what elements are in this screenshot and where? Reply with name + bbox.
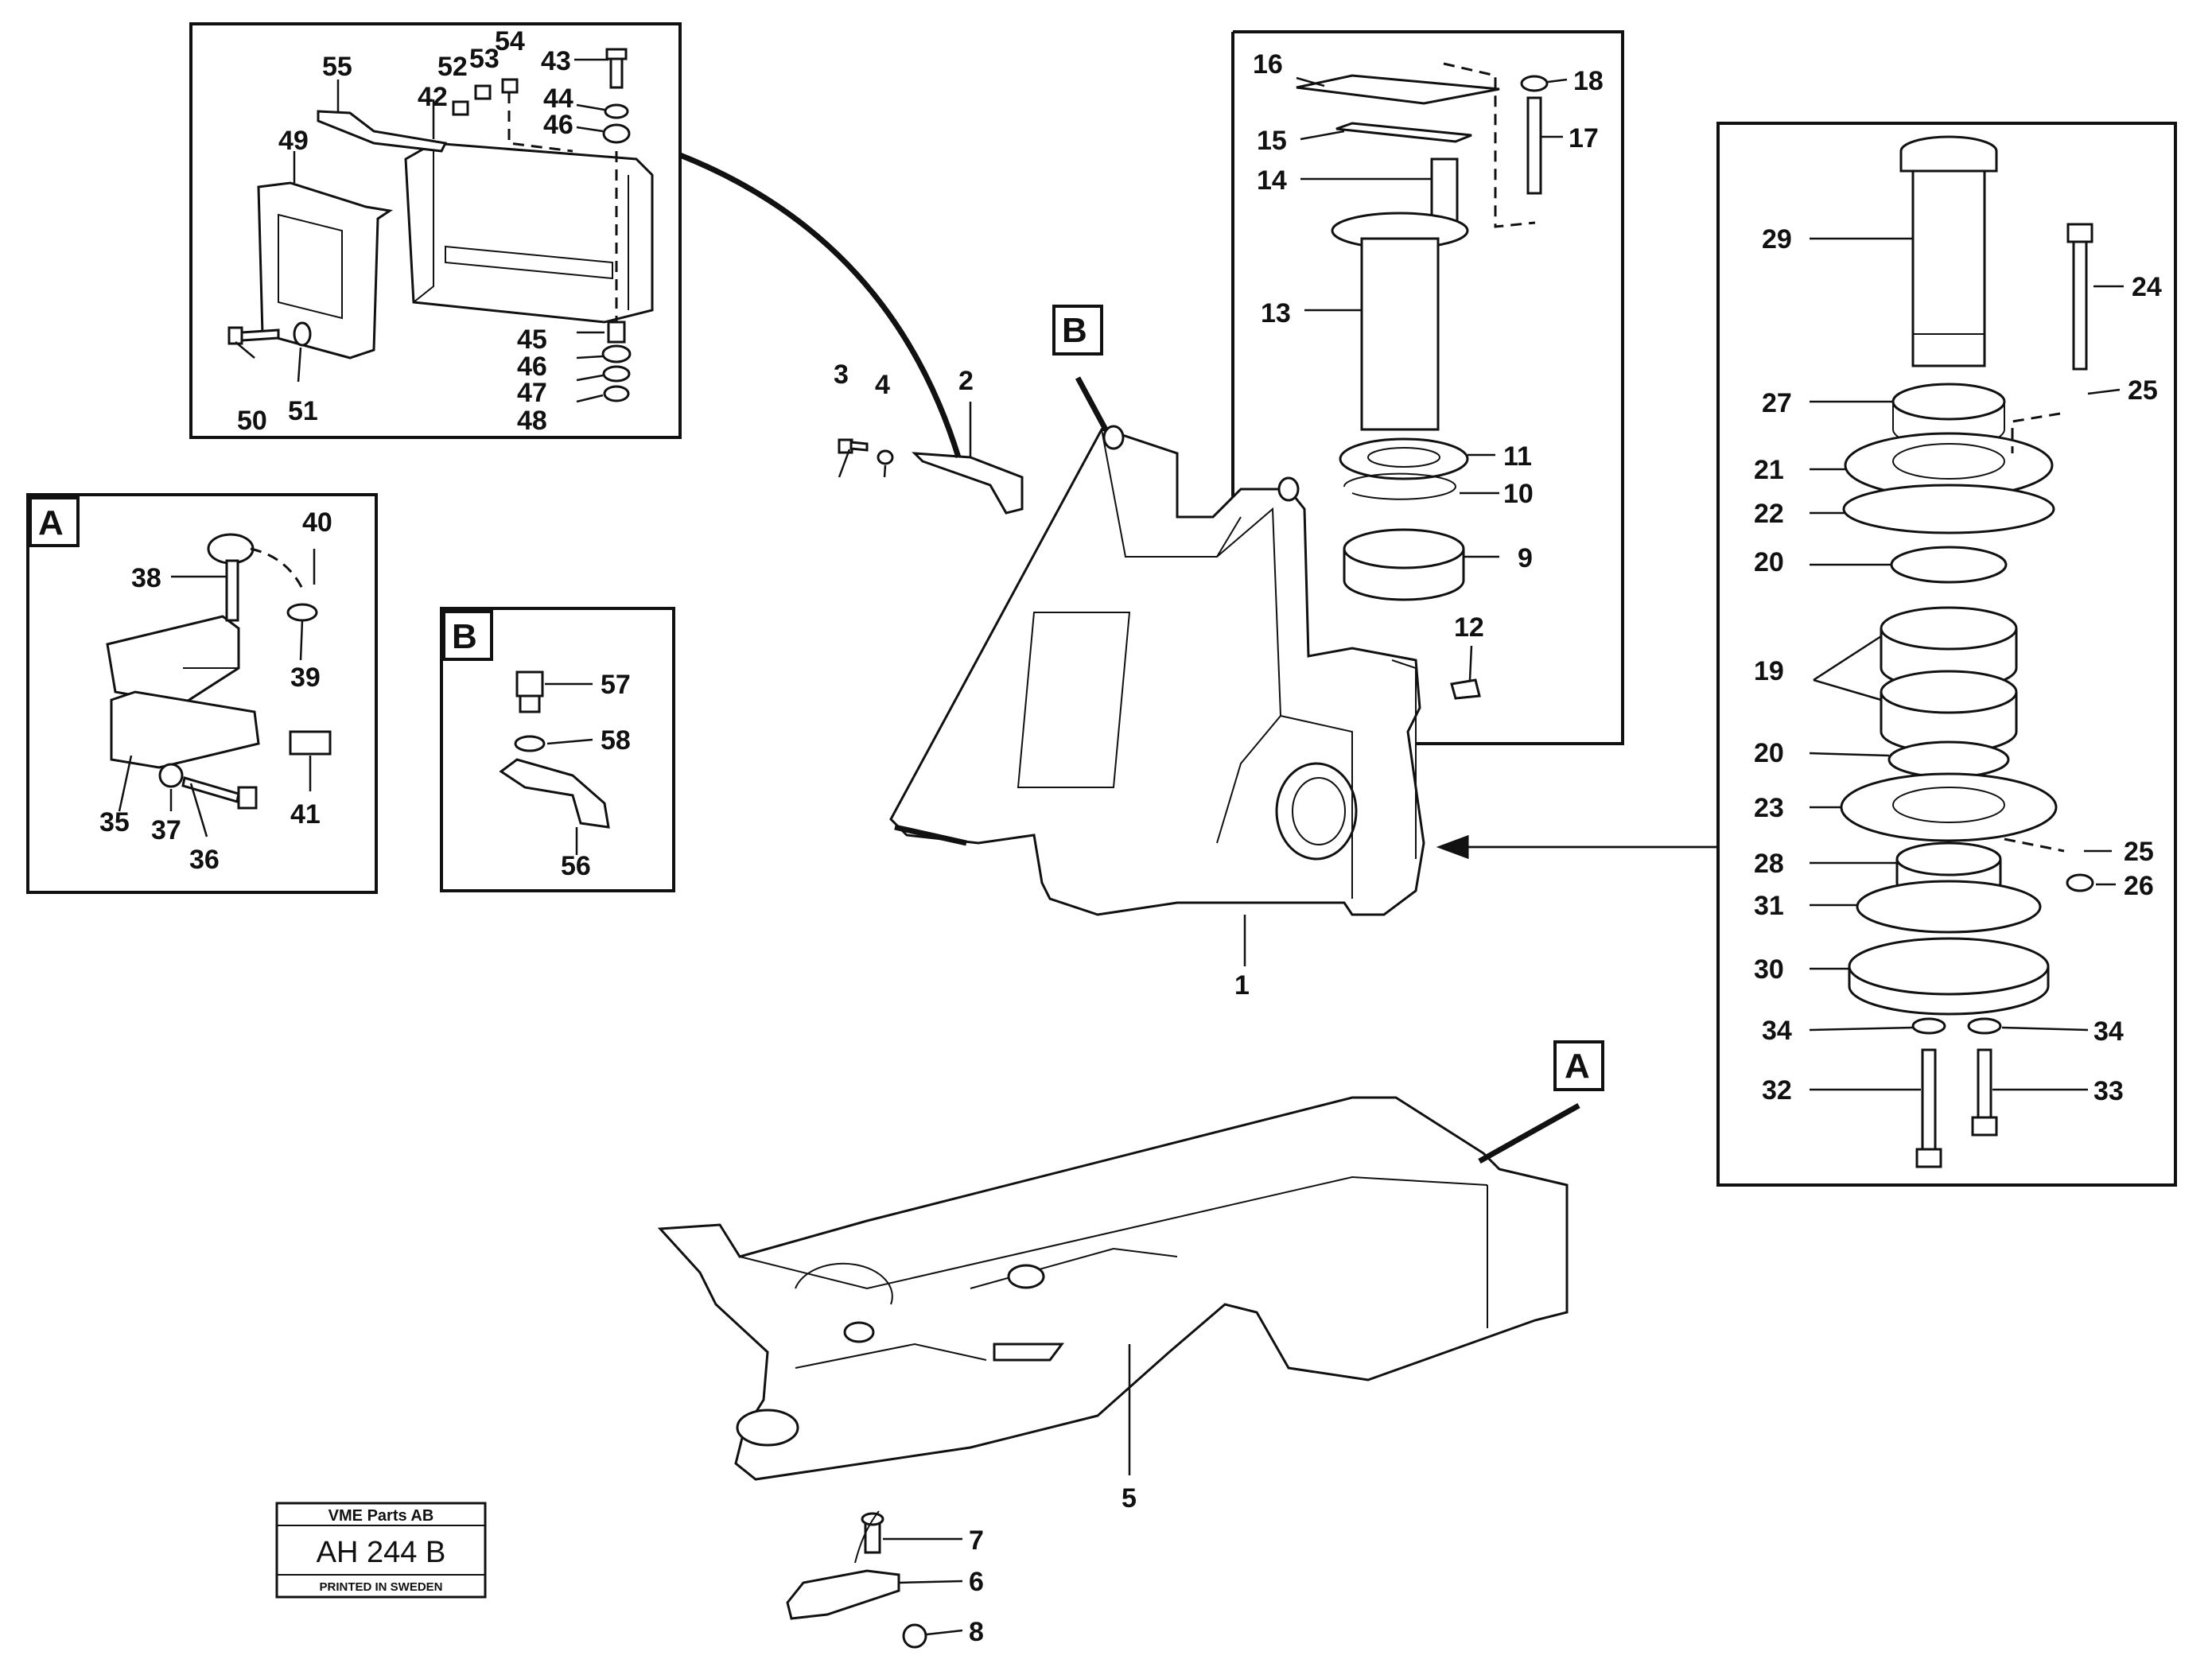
callout-36: 36 <box>189 845 220 875</box>
callout-33: 33 <box>2093 1076 2124 1106</box>
section-a-label-panel: A <box>38 503 64 542</box>
callout-29: 29 <box>1762 224 1792 255</box>
callout-8: 8 <box>969 1617 984 1647</box>
callout-20b: 20 <box>1754 738 1784 768</box>
detail-panel-king-pin <box>1231 30 1624 745</box>
callout-46a: 46 <box>543 110 573 140</box>
callout-4: 4 <box>875 370 890 400</box>
section-a-marker: A <box>1565 1047 1590 1086</box>
front-frame-part-1 <box>838 425 1425 916</box>
callout-34a: 34 <box>1762 1016 1792 1046</box>
callout-42: 42 <box>418 82 448 112</box>
callout-48: 48 <box>517 406 547 436</box>
callout-51: 51 <box>288 396 318 426</box>
callout-47: 47 <box>517 378 547 408</box>
callout-28: 28 <box>1754 849 1784 879</box>
callout-46b: 46 <box>517 352 547 382</box>
callout-10: 10 <box>1503 479 1534 509</box>
callout-23: 23 <box>1754 793 1784 823</box>
section-b-label-panel: B <box>452 617 477 656</box>
leader-lines <box>118 58 2124 1636</box>
callout-55: 55 <box>322 52 352 82</box>
detail-panel-b <box>440 607 675 892</box>
stamp-printed: PRINTED IN SWEDEN <box>319 1580 442 1594</box>
callout-58: 58 <box>601 725 631 756</box>
detail-panel-cover <box>189 22 682 439</box>
callout-1: 1 <box>1234 970 1250 1001</box>
callout-7: 7 <box>969 1525 984 1556</box>
callout-14: 14 <box>1257 165 1287 196</box>
callout-27: 27 <box>1762 388 1792 418</box>
callout-5: 5 <box>1122 1483 1137 1514</box>
callout-56: 56 <box>561 851 591 881</box>
callout-15: 15 <box>1257 126 1287 156</box>
callout-49: 49 <box>278 126 309 156</box>
callout-34b: 34 <box>2093 1016 2124 1047</box>
detail-panel-bearing <box>1716 122 2177 1187</box>
section-b-marker: B <box>1062 311 1087 350</box>
callout-18: 18 <box>1573 66 1604 96</box>
callout-38: 38 <box>131 563 161 593</box>
callout-26: 26 <box>2124 871 2154 901</box>
title-stamp: VME Parts AB AH 244 B PRINTED IN SWEDEN <box>275 1502 487 1599</box>
callout-21: 21 <box>1754 455 1784 485</box>
callout-41: 41 <box>290 799 321 830</box>
callout-22: 22 <box>1754 499 1784 529</box>
callout-52: 52 <box>437 52 468 82</box>
callout-25a: 25 <box>2128 375 2158 406</box>
callout-40: 40 <box>302 507 332 538</box>
callout-12: 12 <box>1454 612 1484 643</box>
callout-54: 54 <box>495 26 525 56</box>
callout-44: 44 <box>543 84 573 114</box>
callout-37: 37 <box>151 815 181 845</box>
stamp-company: VME Parts AB <box>328 1507 434 1525</box>
detail-panel-a <box>26 493 378 894</box>
callout-57: 57 <box>601 670 631 700</box>
callout-2: 2 <box>958 366 974 396</box>
callout-30: 30 <box>1754 954 1784 985</box>
rear-frame-part-5 <box>657 1096 1569 1649</box>
callout-labels: 1 2 3 4 5 6 7 8 9 10 11 12 13 14 15 16 1… <box>99 26 2162 1647</box>
callout-3: 3 <box>834 359 849 390</box>
callout-35: 35 <box>99 807 130 837</box>
stamp-code: AH 244 B <box>317 1536 446 1569</box>
callout-19: 19 <box>1754 656 1784 686</box>
callout-24: 24 <box>2132 272 2162 302</box>
callout-43: 43 <box>541 46 571 76</box>
callout-13: 13 <box>1261 298 1291 328</box>
callout-6: 6 <box>969 1567 984 1597</box>
callout-50: 50 <box>237 406 267 436</box>
callout-31: 31 <box>1754 891 1784 921</box>
callout-11: 11 <box>1503 441 1532 472</box>
callout-16: 16 <box>1253 49 1283 80</box>
callout-20a: 20 <box>1754 547 1784 577</box>
callout-45: 45 <box>517 324 547 355</box>
callout-39: 39 <box>290 663 321 693</box>
callout-32: 32 <box>1762 1075 1792 1106</box>
callout-53: 53 <box>469 44 500 74</box>
callout-25b: 25 <box>2124 837 2154 867</box>
callout-9: 9 <box>1518 543 1533 573</box>
callout-17: 17 <box>1569 123 1599 153</box>
